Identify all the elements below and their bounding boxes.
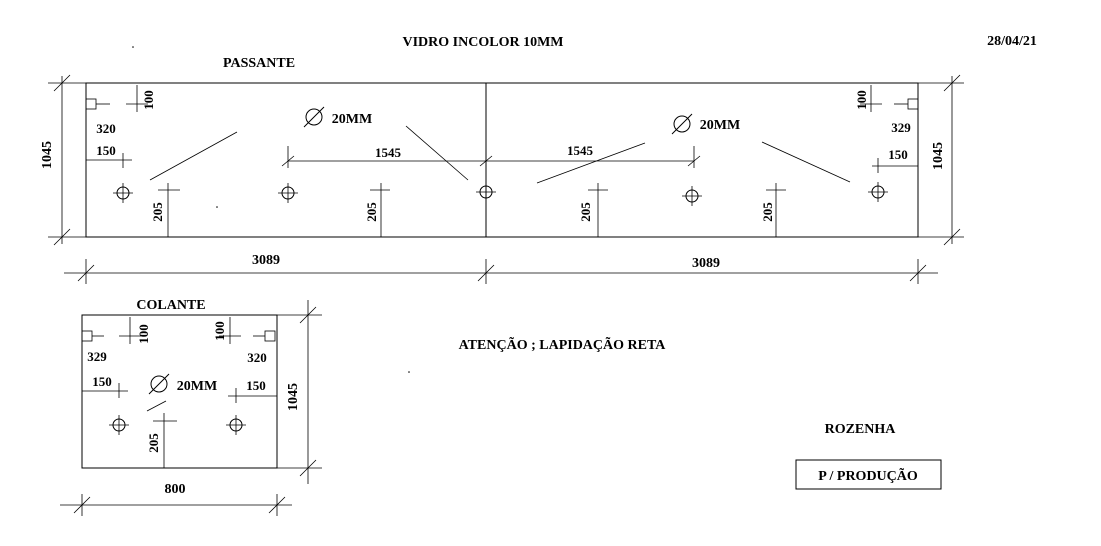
hinge-marker-right: [907, 98, 919, 110]
passante-dim-width-right: 3089: [692, 256, 720, 271]
passante-hole: [868, 182, 888, 202]
drawing-date: 28/04/21: [987, 34, 1037, 49]
passante-dim-drop-2: 205: [364, 202, 379, 222]
speck: [408, 371, 410, 373]
drawing-title: VIDRO INCOLOR 10MM: [403, 35, 564, 50]
passante-hole: [278, 183, 298, 203]
diameter-icon: [150, 375, 168, 393]
colante-hole-label: 20MM: [177, 379, 217, 394]
colante-dim-side-right: 320: [247, 350, 267, 365]
passante-hole: [682, 186, 702, 206]
hinge-marker-right: [264, 330, 276, 342]
colante-dim-height: 1045: [286, 383, 301, 411]
passante-dim-side-left: 320: [96, 121, 116, 136]
colante-outline: [81, 314, 278, 469]
client-name: ROZENHA: [825, 422, 897, 437]
passante-panel: PASSANTE 100 100 320 329 150 150 1545: [40, 56, 964, 284]
passante-dim-drop-4: 205: [760, 202, 775, 222]
colante-panel: COLANTE 100 100 329 320 150 150 20MM: [60, 298, 322, 516]
diameter-icon: [673, 115, 691, 133]
colante-dim-top-right: 100: [212, 321, 227, 341]
colante-hole: [109, 415, 129, 435]
passante-dim-drop-3: 205: [578, 202, 593, 222]
passante-dim-top-left: 100: [141, 90, 156, 110]
passante-hole-label-right: 20MM: [700, 118, 740, 133]
colante-dim-side-left: 329: [87, 349, 107, 364]
passante-label: PASSANTE: [223, 56, 295, 71]
passante-dim-side-right: 329: [891, 120, 911, 135]
passante-dim-edge-right: 150: [888, 147, 908, 162]
colante-dim-width: 800: [165, 482, 186, 497]
passante-dim-height-left: 1045: [40, 141, 55, 169]
warning-note: ATENÇÃO ; LAPIDAÇÃO RETA: [459, 335, 667, 353]
production-stamp: P / PRODUÇÃO: [818, 466, 918, 484]
hinge-marker-left: [81, 330, 93, 342]
colante-hole: [226, 415, 246, 435]
hinge-marker-left: [85, 98, 97, 110]
colante-dim-top-left: 100: [136, 324, 151, 344]
colante-dim-edge-right: 150: [246, 378, 266, 393]
passante-hole: [476, 185, 496, 199]
passante-dim-top-right: 100: [854, 90, 869, 110]
colante-dim-edge-left: 150: [92, 374, 112, 389]
speck: [132, 46, 134, 48]
passante-dim-spacing-left: 1545: [375, 145, 402, 160]
passante-outline: [85, 82, 919, 238]
diameter-icon: [305, 108, 323, 126]
production-stamp-box: [795, 459, 942, 490]
passante-hole-label-left: 20MM: [332, 112, 372, 127]
passante-dim-edge-left: 150: [96, 143, 116, 158]
colante-label: COLANTE: [136, 298, 205, 313]
passante-dim-drop-1: 205: [150, 202, 165, 222]
passante-dim-width-left: 3089: [252, 253, 280, 268]
colante-dim-drop: 205: [146, 433, 161, 453]
passante-dim-height-right: 1045: [931, 142, 946, 170]
passante-hole: [113, 183, 133, 203]
speck: [216, 206, 218, 208]
passante-dim-spacing-right: 1545: [567, 143, 594, 158]
